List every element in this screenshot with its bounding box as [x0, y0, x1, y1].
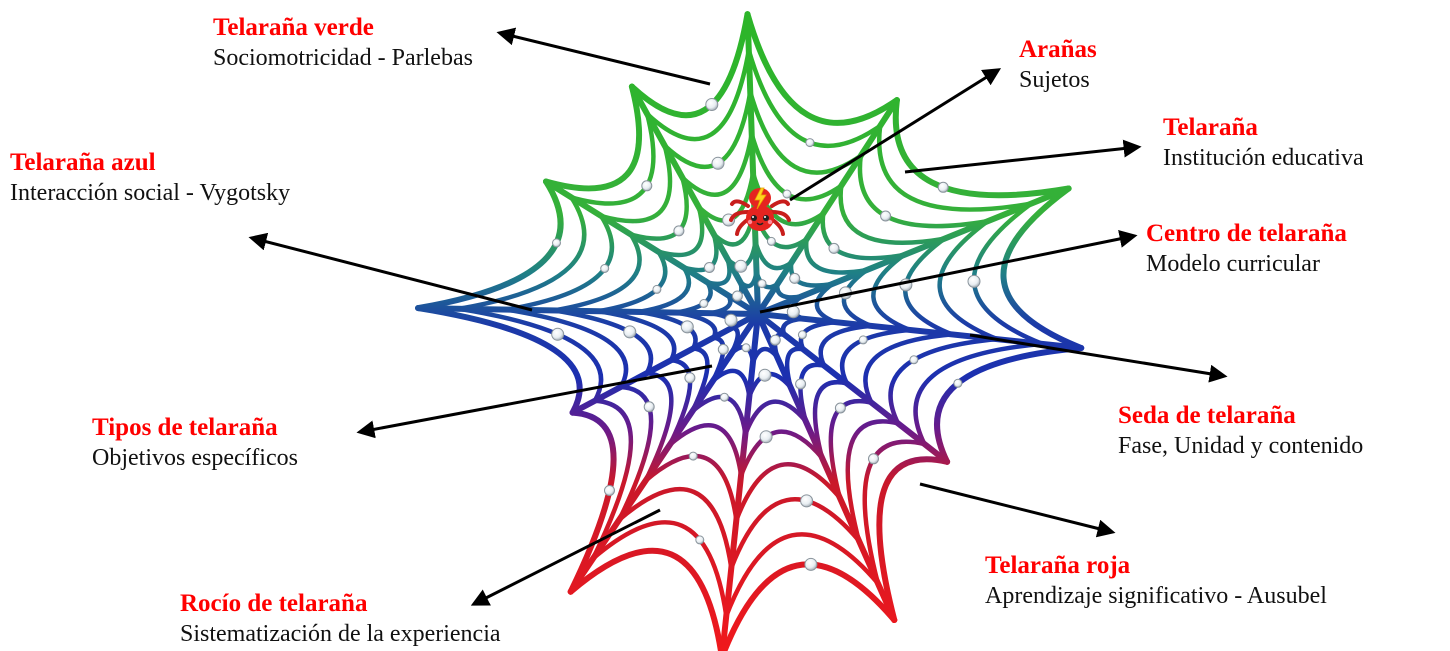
label-rocio-de-telarana: Rocío de telaraña Sistematización de la …	[180, 588, 501, 649]
spider-icon	[728, 176, 792, 240]
dewdrop-icon	[644, 402, 654, 412]
label-subtitle: Sujetos	[1019, 65, 1097, 95]
arrow-azul	[252, 238, 532, 310]
dewdrop-icon	[624, 326, 636, 338]
web-thread	[865, 334, 951, 402]
dewdrop-icon	[718, 344, 728, 354]
arrow-centro	[760, 236, 1134, 312]
label-title: Rocío de telaraña	[180, 588, 501, 619]
label-subtitle: Fase, Unidad y contenido	[1118, 431, 1363, 461]
dewdrop-icon	[798, 331, 806, 339]
label-aranas: Arañas Sujetos	[1019, 34, 1097, 95]
web-thread	[632, 14, 748, 115]
label-tipos-de-telarana: Tipos de telaraña Objetivos específicos	[92, 412, 298, 473]
web-thread	[740, 272, 756, 286]
web-thread	[722, 564, 894, 651]
arrow-verde	[500, 33, 710, 84]
spider-web	[418, 14, 1081, 651]
web-thread	[879, 459, 947, 620]
dewdrop-icon	[552, 328, 564, 340]
dewdrop-icon	[790, 273, 800, 283]
dewdrop-icon	[910, 356, 918, 364]
dewdrop-icon	[968, 275, 980, 287]
dewdrop-icon	[859, 336, 867, 344]
label-title: Centro de telaraña	[1146, 218, 1347, 249]
web-thread	[713, 371, 749, 396]
label-subtitle: Institución educativa	[1163, 143, 1364, 173]
dewdrop-icon	[642, 181, 652, 191]
label-title: Arañas	[1019, 34, 1097, 65]
label-title: Telaraña verde	[213, 12, 473, 43]
web-thread	[571, 551, 722, 651]
label-subtitle: Objetivos específicos	[92, 443, 298, 473]
dewdrop-icon	[704, 263, 714, 273]
label-title: Telaraña	[1163, 112, 1364, 143]
label-title: Telaraña roja	[985, 550, 1327, 581]
dewdrop-icon	[759, 369, 771, 381]
web-thread	[418, 182, 560, 309]
dewdrop-icon	[720, 393, 728, 401]
dewdrop-icon	[725, 314, 737, 326]
dewdrop-icon	[685, 373, 695, 383]
label-subtitle: Sociomotricidad - Parlebas	[213, 43, 473, 73]
arrow-seda	[970, 335, 1224, 376]
web-thread	[896, 100, 1069, 195]
label-subtitle: Aprendizaje significativo - Ausubel	[985, 581, 1327, 611]
web-thread	[777, 284, 801, 297]
arrow-roja	[920, 484, 1112, 532]
label-seda-de-telarana: Seda de telaraña Fase, Unidad y contenid…	[1118, 400, 1363, 461]
dewdrop-icon	[869, 454, 879, 464]
web-thread	[750, 92, 861, 173]
arrow-tipos	[360, 366, 712, 432]
dewdrop-icon	[938, 182, 948, 192]
dewdrop-icon	[674, 226, 684, 236]
web-thread	[418, 308, 580, 413]
dewdrop-icon	[700, 300, 708, 308]
dewdrop-icon	[553, 239, 561, 247]
web-thread	[841, 186, 945, 243]
dewdrop-icon	[796, 379, 806, 389]
dewdrop-icon	[681, 321, 693, 333]
dewdrop-icon	[801, 495, 813, 507]
web-thread	[546, 87, 639, 189]
label-subtitle: Interacción social - Vygotsky	[10, 178, 290, 208]
label-telarana-azul: Telaraña azul Interacción social - Vygot…	[10, 147, 290, 208]
dewdrop-icon	[601, 265, 609, 273]
web-thread	[937, 348, 1081, 462]
label-telarana: Telaraña Institución educativa	[1163, 112, 1364, 173]
dewdrop-icon	[881, 211, 891, 221]
label-telarana-verde: Telaraña verde Sociomotricidad - Parleba…	[213, 12, 473, 73]
dewdrop-icon	[689, 452, 697, 460]
label-title: Seda de telaraña	[1118, 400, 1363, 431]
dewdrop-icon	[742, 344, 750, 352]
dewdrop-icon	[605, 486, 615, 496]
dewdrop-icon	[696, 536, 704, 544]
dewdrop-icon	[712, 157, 724, 169]
dewdrop-icon	[835, 403, 845, 413]
dewdrop-icon	[770, 335, 780, 345]
label-centro-de-telarana: Centro de telaraña Modelo curricular	[1146, 218, 1347, 279]
label-telarana-roja: Telaraña roja Aprendizaje significativo …	[985, 550, 1327, 611]
dewdrop-icon	[829, 243, 839, 253]
label-title: Tipos de telaraña	[92, 412, 298, 443]
arrow-aranas	[790, 70, 998, 200]
label-title: Telaraña azul	[10, 147, 290, 178]
dewdrop-icon	[735, 260, 747, 272]
dewdrop-icon	[653, 285, 661, 293]
dewdrop-icon	[706, 99, 718, 111]
dewdrop-icon	[805, 558, 817, 570]
label-subtitle: Modelo curricular	[1146, 249, 1347, 279]
arrow-tela	[905, 147, 1138, 172]
label-subtitle: Sistematización de la experiencia	[180, 619, 501, 649]
dewdrop-icon	[806, 139, 814, 147]
web-thread	[821, 326, 871, 366]
dewdrop-icon	[954, 379, 962, 387]
dewdrop-icon	[732, 291, 742, 301]
dewdrop-icon	[758, 280, 766, 288]
dewdrop-icon	[760, 431, 772, 443]
